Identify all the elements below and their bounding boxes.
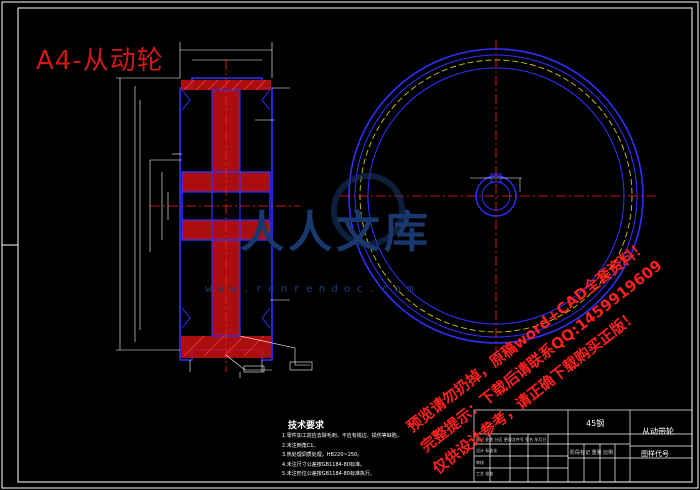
watermark-title: A4-从动轮 xyxy=(36,46,164,76)
tech-requirements-notes: 1.零件加工前应去除毛刺，不应有锐边、损伤等缺陷。 2.未注倒角C1。 3.热处… xyxy=(282,432,402,480)
title-block-drawing-no: 图样代号 xyxy=(641,450,669,458)
title-block-material: 45钢 xyxy=(586,419,605,428)
title-block-row: 标记 处数 分区 更改文件号 签名 年月日 xyxy=(476,437,547,442)
tech-note: 1.零件加工前应去除毛刺，不应有锐边、损伤等缺陷。 xyxy=(282,433,402,439)
title-block-stage: 阶段标记 重量 比例 xyxy=(570,450,614,456)
watermark-logo xyxy=(331,173,405,247)
title-block-row: 设计 标准化 xyxy=(476,448,498,453)
tech-note: 2.未注倒角C1。 xyxy=(282,442,319,449)
section-view xyxy=(150,60,300,372)
title-block-grid xyxy=(473,409,693,483)
title-block-row: 审核 xyxy=(476,460,484,465)
tech-note: 5.未注形位公差按GB1184-80标准执行。 xyxy=(282,471,375,477)
title-block-row: 工艺 批准 xyxy=(476,471,494,476)
tech-note: 3.热处理调质处理，HB220~250。 xyxy=(282,452,363,458)
tech-note: 4.未注尺寸公差按GB1184-80标准。 xyxy=(282,461,365,468)
title-block-part-name: 从动带轮 xyxy=(642,427,674,436)
watermark-url: www.renrendoc.com xyxy=(205,282,420,295)
front-view xyxy=(340,40,656,352)
tech-requirements-title: 技术要求 xyxy=(288,421,325,431)
section-dimensions xyxy=(116,42,313,378)
watermark-brand: 人人文库 xyxy=(240,207,432,258)
